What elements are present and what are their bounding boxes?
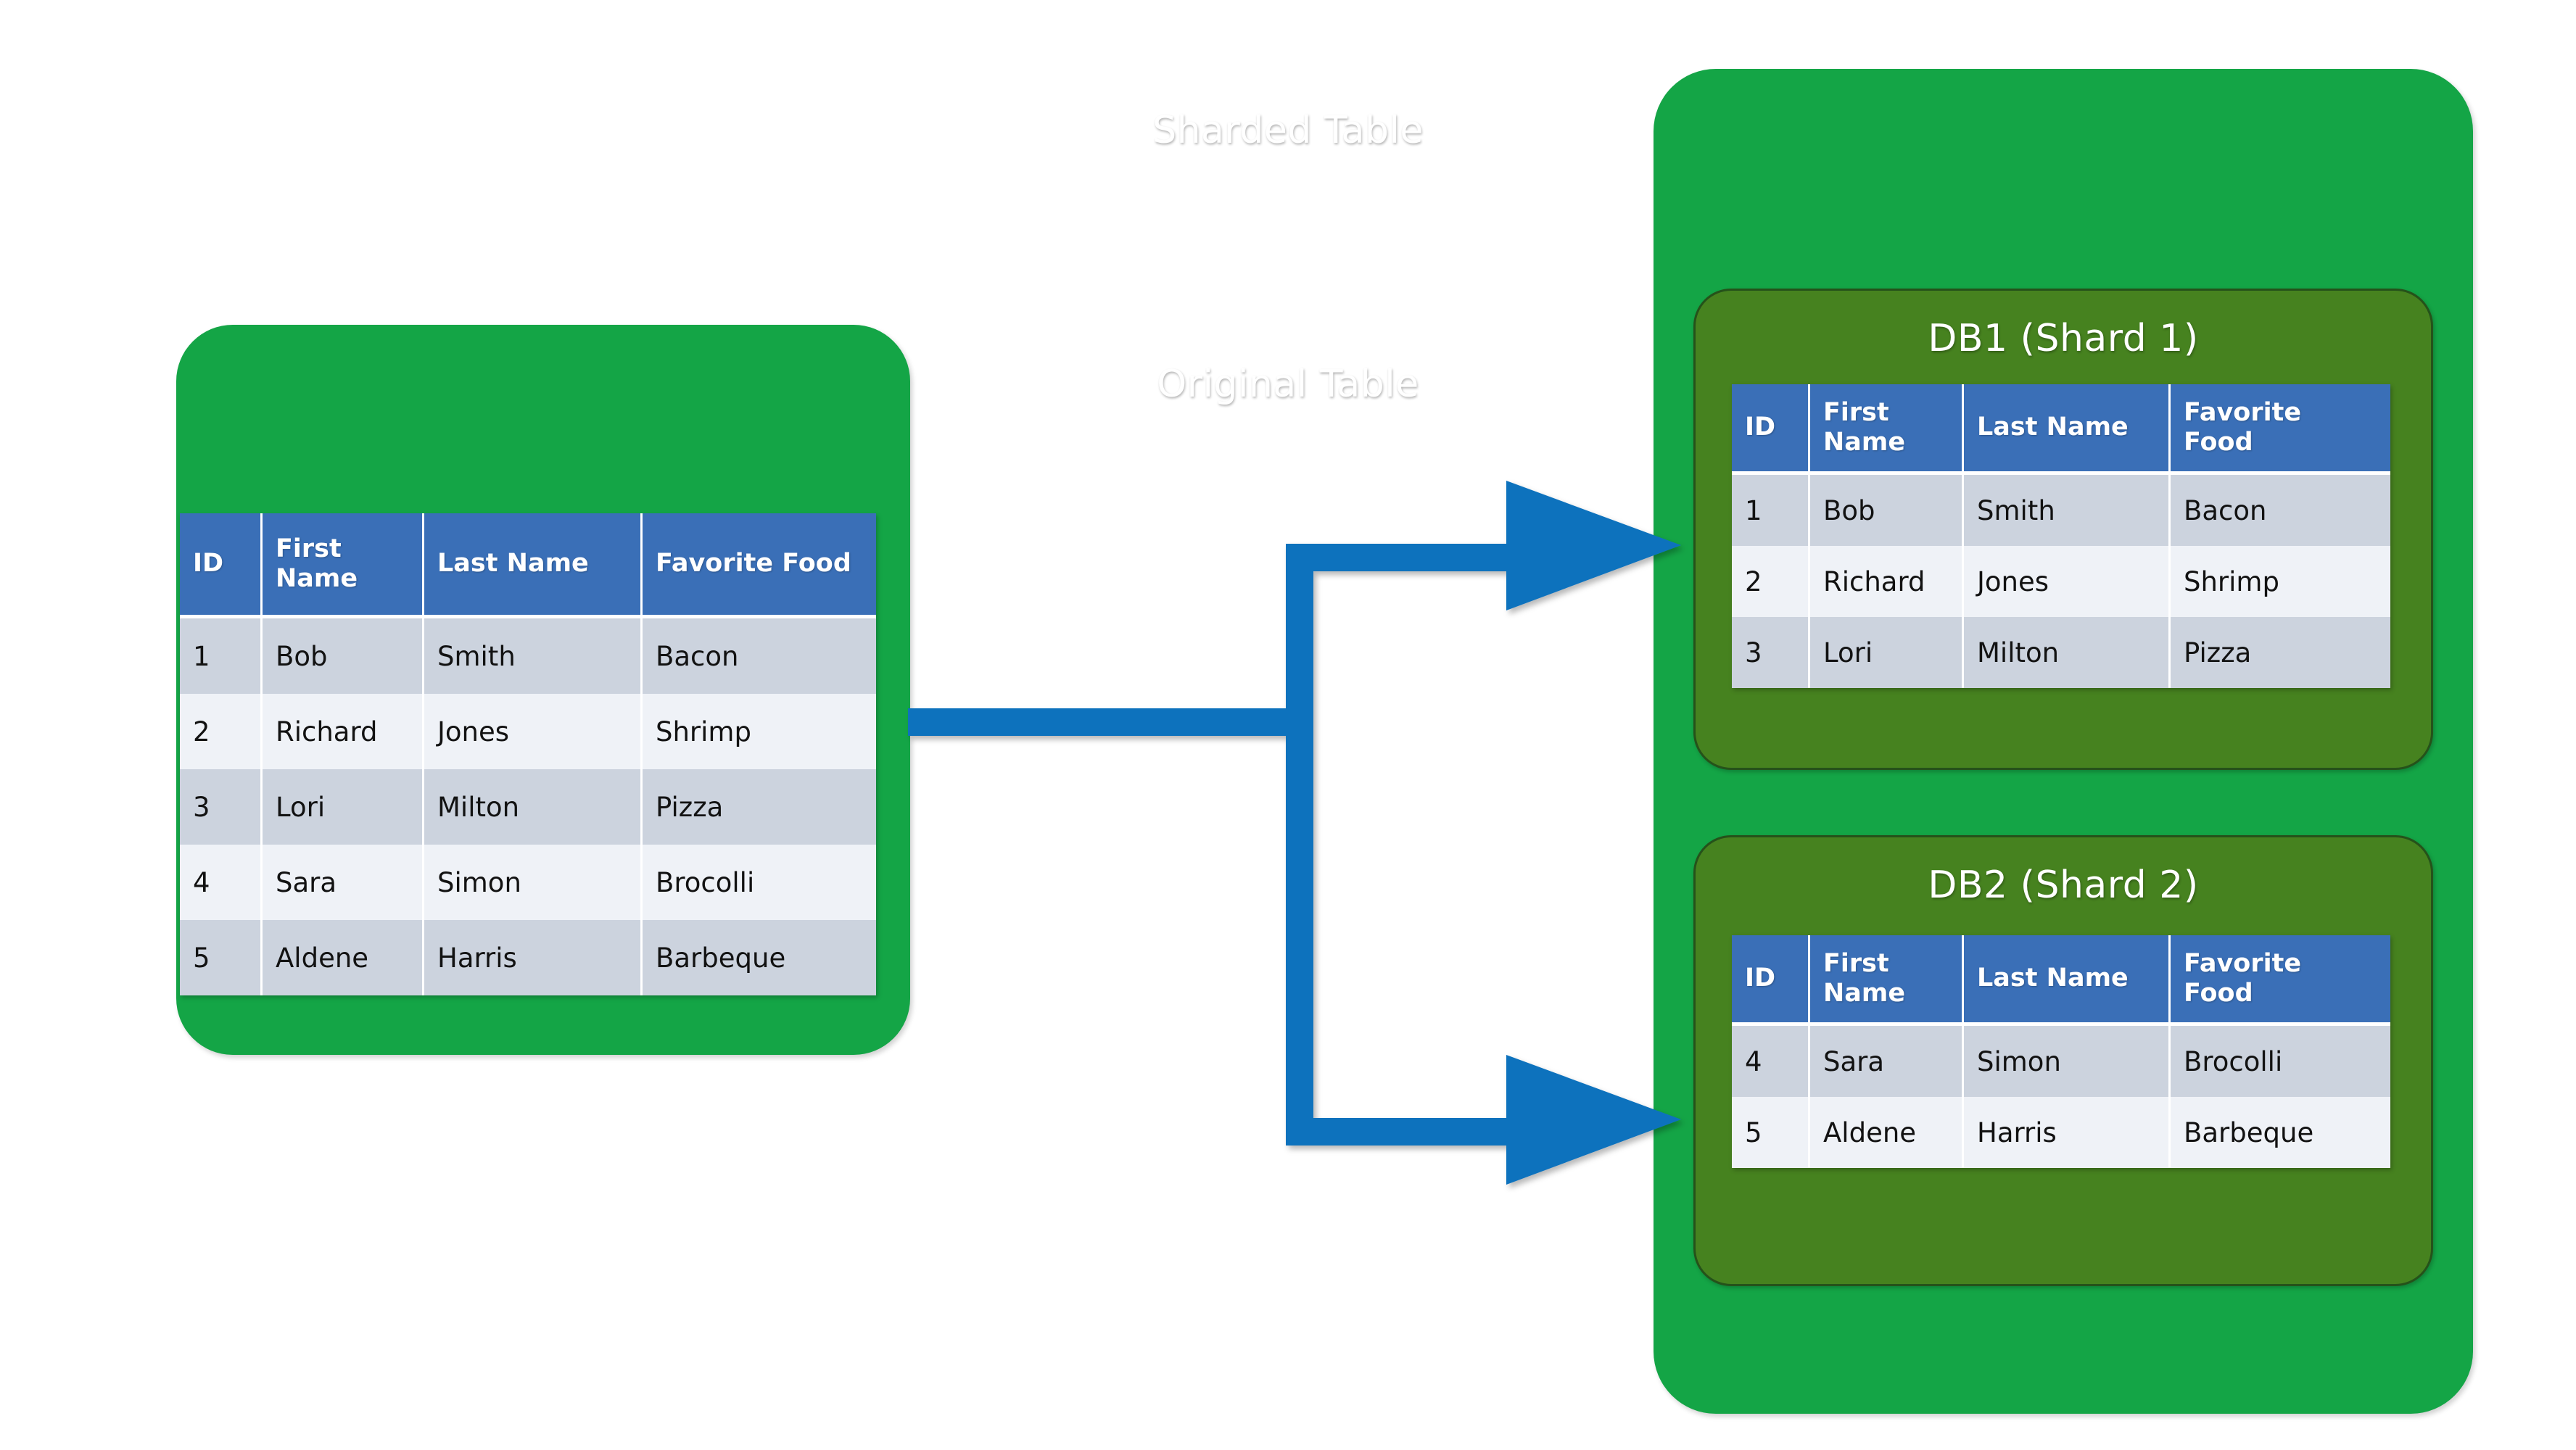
- cell-first: Sara: [1810, 1026, 1964, 1097]
- sharded-table-title: Sharded Table: [1152, 109, 1424, 152]
- column-header-food: Favorite Food: [643, 513, 876, 618]
- cell-food: Bacon: [643, 618, 876, 694]
- original-table-title: Original Table: [1157, 362, 1419, 406]
- cell-food: Shrimp: [2171, 546, 2390, 617]
- column-header-last: Last Name: [1964, 384, 2171, 475]
- cell-food: Pizza: [2171, 617, 2390, 688]
- shard-2-title: DB2 (Shard 2): [1928, 863, 2199, 907]
- table-row: 5 Aldene Harris Barbeque: [1732, 1097, 2390, 1168]
- cell-id: 1: [1732, 475, 1810, 546]
- table-row: 1 Bob Smith Bacon: [180, 618, 876, 694]
- table-header-row: ID First Name Last Name Favorite Food: [1732, 935, 2390, 1026]
- column-header-first: First Name: [1810, 384, 1964, 475]
- column-header-food: Favorite Food: [2171, 384, 2390, 475]
- column-header-id: ID: [1732, 384, 1810, 475]
- cell-first: Sara: [263, 845, 424, 920]
- cell-last: Harris: [1964, 1097, 2171, 1168]
- table-row: 2 Richard Jones Shrimp: [180, 694, 876, 769]
- table-row: 4 Sara Simon Brocolli: [180, 845, 876, 920]
- cell-food: Barbeque: [643, 920, 876, 995]
- cell-id: 2: [1732, 546, 1810, 617]
- column-header-first: First Name: [1810, 935, 1964, 1026]
- connector-branch-bottom: [1286, 1118, 1511, 1146]
- connector-branch-top: [1286, 544, 1511, 571]
- column-header-first: First Name: [263, 513, 424, 618]
- cell-id: 4: [1732, 1026, 1810, 1097]
- cell-id: 3: [1732, 617, 1810, 688]
- cell-last: Smith: [1964, 475, 2171, 546]
- table-row: 1 Bob Smith Bacon: [1732, 475, 2390, 546]
- cell-last: Smith: [424, 618, 643, 694]
- connector-path-group: [908, 481, 1681, 1185]
- column-header-id: ID: [1732, 935, 1810, 1026]
- shard-1-table: ID First Name Last Name Favorite Food 1 …: [1732, 384, 2390, 688]
- cell-last: Simon: [1964, 1026, 2171, 1097]
- table-row: 3 Lori Milton Pizza: [1732, 617, 2390, 688]
- cell-first: Aldene: [263, 920, 424, 995]
- table-row: 5 Aldene Harris Barbeque: [180, 920, 876, 995]
- column-header-last: Last Name: [1964, 935, 2171, 1026]
- cell-food: Bacon: [2171, 475, 2390, 546]
- cell-first: Richard: [1810, 546, 1964, 617]
- cell-food: Barbeque: [2171, 1097, 2390, 1168]
- connector-stem: [908, 708, 1300, 736]
- cell-id: 4: [180, 845, 263, 920]
- table-header-row: ID First Name Last Name Favorite Food: [180, 513, 876, 618]
- cell-id: 5: [1732, 1097, 1810, 1168]
- cell-last: Milton: [1964, 617, 2171, 688]
- cell-first: Lori: [1810, 617, 1964, 688]
- shard-2-table: ID First Name Last Name Favorite Food 4 …: [1732, 935, 2390, 1168]
- cell-last: Jones: [1964, 546, 2171, 617]
- cell-id: 1: [180, 618, 263, 694]
- cell-first: Lori: [263, 769, 424, 845]
- cell-food: Brocolli: [2171, 1026, 2390, 1097]
- cell-food: Brocolli: [643, 845, 876, 920]
- table-row: 3 Lori Milton Pizza: [180, 769, 876, 845]
- cell-last: Simon: [424, 845, 643, 920]
- cell-id: 5: [180, 920, 263, 995]
- table-row: 2 Richard Jones Shrimp: [1732, 546, 2390, 617]
- cell-id: 3: [180, 769, 263, 845]
- cell-first: Bob: [263, 618, 424, 694]
- column-header-food: Favorite Food: [2171, 935, 2390, 1026]
- column-header-last: Last Name: [424, 513, 643, 618]
- cell-id: 2: [180, 694, 263, 769]
- cell-last: Jones: [424, 694, 643, 769]
- table-header-row: ID First Name Last Name Favorite Food: [1732, 384, 2390, 475]
- column-header-id: ID: [180, 513, 263, 618]
- cell-first: Richard: [263, 694, 424, 769]
- cell-first: Bob: [1810, 475, 1964, 546]
- cell-food: Pizza: [643, 769, 876, 845]
- cell-first: Aldene: [1810, 1097, 1964, 1168]
- original-table: ID First Name Last Name Favorite Food 1 …: [180, 513, 876, 995]
- cell-last: Milton: [424, 769, 643, 845]
- cell-food: Shrimp: [643, 694, 876, 769]
- connector-riser: [1286, 544, 1313, 1146]
- shard-1-title: DB1 (Shard 1): [1928, 317, 2199, 360]
- cell-last: Harris: [424, 920, 643, 995]
- table-row: 4 Sara Simon Brocolli: [1732, 1026, 2390, 1097]
